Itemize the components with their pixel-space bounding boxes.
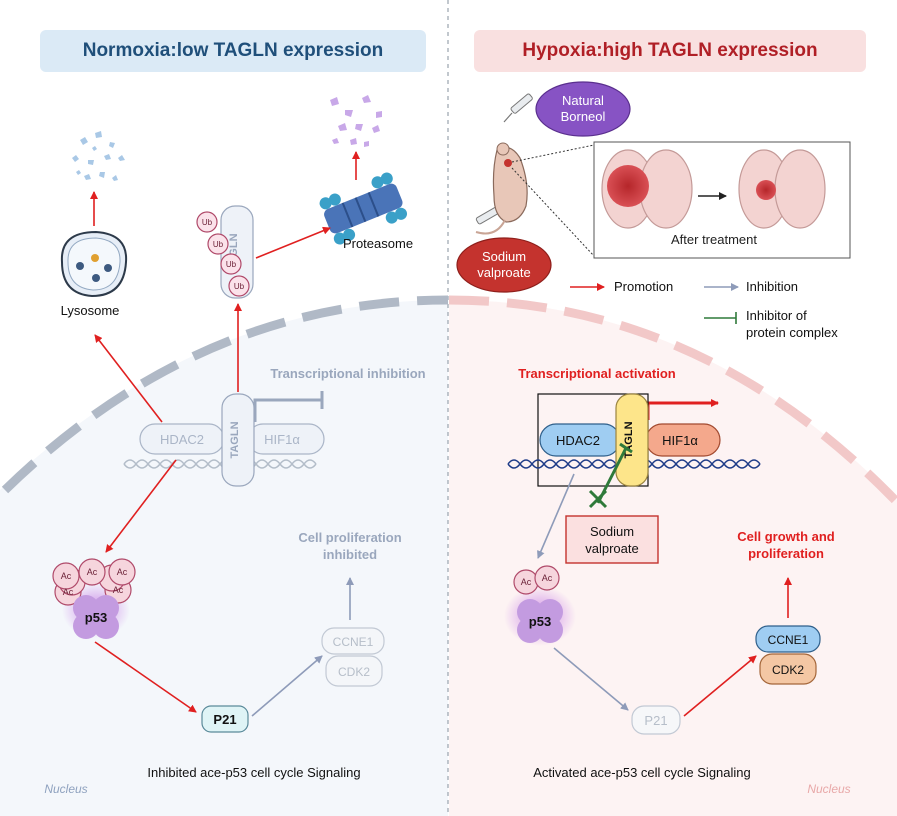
ac-label-l3: Ac	[117, 567, 128, 577]
proteasome-debris-icon	[330, 95, 382, 147]
cdk2-left	[325, 655, 383, 687]
p21-left	[201, 705, 249, 733]
ccne1-left-label: CCNE1	[333, 635, 374, 649]
to-proteasome-arrow	[255, 226, 331, 259]
inhibitor-line1: Sodium	[590, 524, 634, 539]
hdac2-to-p53-arrow	[105, 459, 177, 553]
natural-borneol-line2: Borneol	[561, 109, 606, 124]
signaling-right-label: Activated ace-p53 cell cycle Signaling	[533, 765, 751, 780]
legend-promotion-label: Promotion	[614, 279, 673, 294]
signaling-left-label: Inhibited ace-p53 cell cycle Signaling	[147, 765, 360, 780]
inhibitor-cross-icon	[588, 489, 608, 509]
cdk2-right	[759, 653, 817, 685]
hdac2-to-p53-right-arrow	[537, 473, 575, 559]
legend-complex-line2: protein complex	[746, 325, 838, 340]
natural-borneol-line1: Natural	[562, 93, 604, 108]
cdk2-right-label: CDK2	[772, 663, 804, 677]
ubiquitinated-tagln: TAGLN Ub Ub Ub Ub	[196, 205, 254, 299]
p53-to-p21-left-arrow	[94, 641, 197, 713]
p21-to-cyclin-left-arrow	[251, 655, 323, 717]
sodium-valproate-badge	[456, 237, 552, 293]
natural-borneol-badge	[535, 81, 631, 137]
outcome-left-line1: Cell proliferation	[298, 530, 401, 545]
dna-left-icon	[123, 459, 317, 469]
tagln-left-label: TAGLN	[229, 421, 241, 458]
after-treatment-label: After treatment	[671, 232, 757, 247]
outcome-left-line2: inhibited	[323, 547, 377, 562]
cdk2-left-label: CDK2	[338, 665, 370, 679]
p21-right	[631, 705, 681, 735]
hdac2-left-label: HDAC2	[160, 432, 204, 447]
lysosome-label: Lysosome	[61, 303, 120, 318]
ccne1-left	[321, 627, 385, 655]
ub-label-4: Ub	[234, 282, 245, 291]
ub-label-2: Ub	[213, 240, 224, 249]
transcriptional-inhibition-label: Transcriptional inhibition	[270, 366, 425, 381]
brain-before-icon	[601, 149, 693, 229]
nucleus-left-area	[0, 300, 448, 816]
zoom-line-bottom	[511, 167, 595, 257]
proteasome-label: Proteasome	[343, 236, 413, 251]
sodium-valproate-line1: Sodium	[482, 249, 526, 264]
ccne1-right	[755, 625, 821, 653]
ub-label-3: Ub	[226, 260, 237, 269]
hif1a-left-label: HIF1α	[264, 432, 300, 447]
ac-label-l1: Ac	[61, 571, 72, 581]
sodium-valproate-inhibitor-box	[565, 515, 659, 564]
outcome-right-line2: proliferation	[748, 546, 824, 561]
brain-after-icon	[738, 149, 826, 229]
ac-label-r2: Ac	[542, 573, 553, 583]
hdac2-right-label: HDAC2	[556, 433, 600, 448]
inhibitor-line2: valproate	[585, 541, 638, 556]
hif1a-right-label: HIF1α	[662, 433, 698, 448]
syringe-top-icon	[503, 93, 533, 123]
tagln-right	[615, 393, 649, 487]
nuclear-membrane-right	[448, 295, 897, 504]
transcription-inhibition-symbol	[253, 398, 322, 422]
outcome-right-line1: Cell growth and	[737, 529, 835, 544]
p21-right-label: P21	[644, 713, 667, 728]
ccne1-right-label: CCNE1	[768, 633, 809, 647]
p53-right-label: p53	[529, 614, 551, 629]
p53-to-p21-right-arrow	[553, 647, 629, 711]
ub-label-1: Ub	[202, 218, 213, 227]
hypoxia-title: Hypoxia:high TAGLN expression	[474, 30, 866, 72]
ac-label-l5: Ac	[113, 585, 124, 595]
nuclear-membrane-left	[1, 295, 449, 494]
complex-inhibitor-bar	[619, 442, 633, 454]
tagln-left	[221, 393, 255, 487]
p53-left-label: p53	[85, 610, 107, 625]
acetyl-p53-left: Ac Ac Ac Ac Ac p53	[52, 558, 136, 639]
zoom-line-top	[511, 144, 595, 163]
nucleus-left-label: Nucleus	[44, 782, 87, 796]
transcriptional-activation-label: Transcriptional activation	[518, 366, 676, 381]
sodium-valproate-line2: valproate	[477, 265, 530, 280]
ac-label-l4: Ac	[63, 587, 74, 597]
ac-label-r1: Ac	[521, 577, 532, 587]
nucleus-right-label: Nucleus	[807, 782, 850, 796]
legend-inhibition-label: Inhibition	[746, 279, 798, 294]
lysosome-debris-icon	[72, 131, 125, 181]
proteasome-icon	[319, 172, 408, 245]
normoxia-title: Normoxia:low TAGLN expression	[40, 30, 426, 72]
hdac2-to-lysosome-arrow	[94, 334, 163, 423]
lysosome-icon	[60, 230, 128, 298]
ac-label-l2: Ac	[87, 567, 98, 577]
p21-left-label: P21	[213, 712, 236, 727]
acetyl-p53-right: Ac Ac p53	[504, 565, 576, 646]
p21-to-cyclin-right-arrow	[683, 655, 757, 717]
legend-complex-line1: Inhibitor of	[746, 308, 807, 323]
mouse-icon	[475, 142, 528, 235]
